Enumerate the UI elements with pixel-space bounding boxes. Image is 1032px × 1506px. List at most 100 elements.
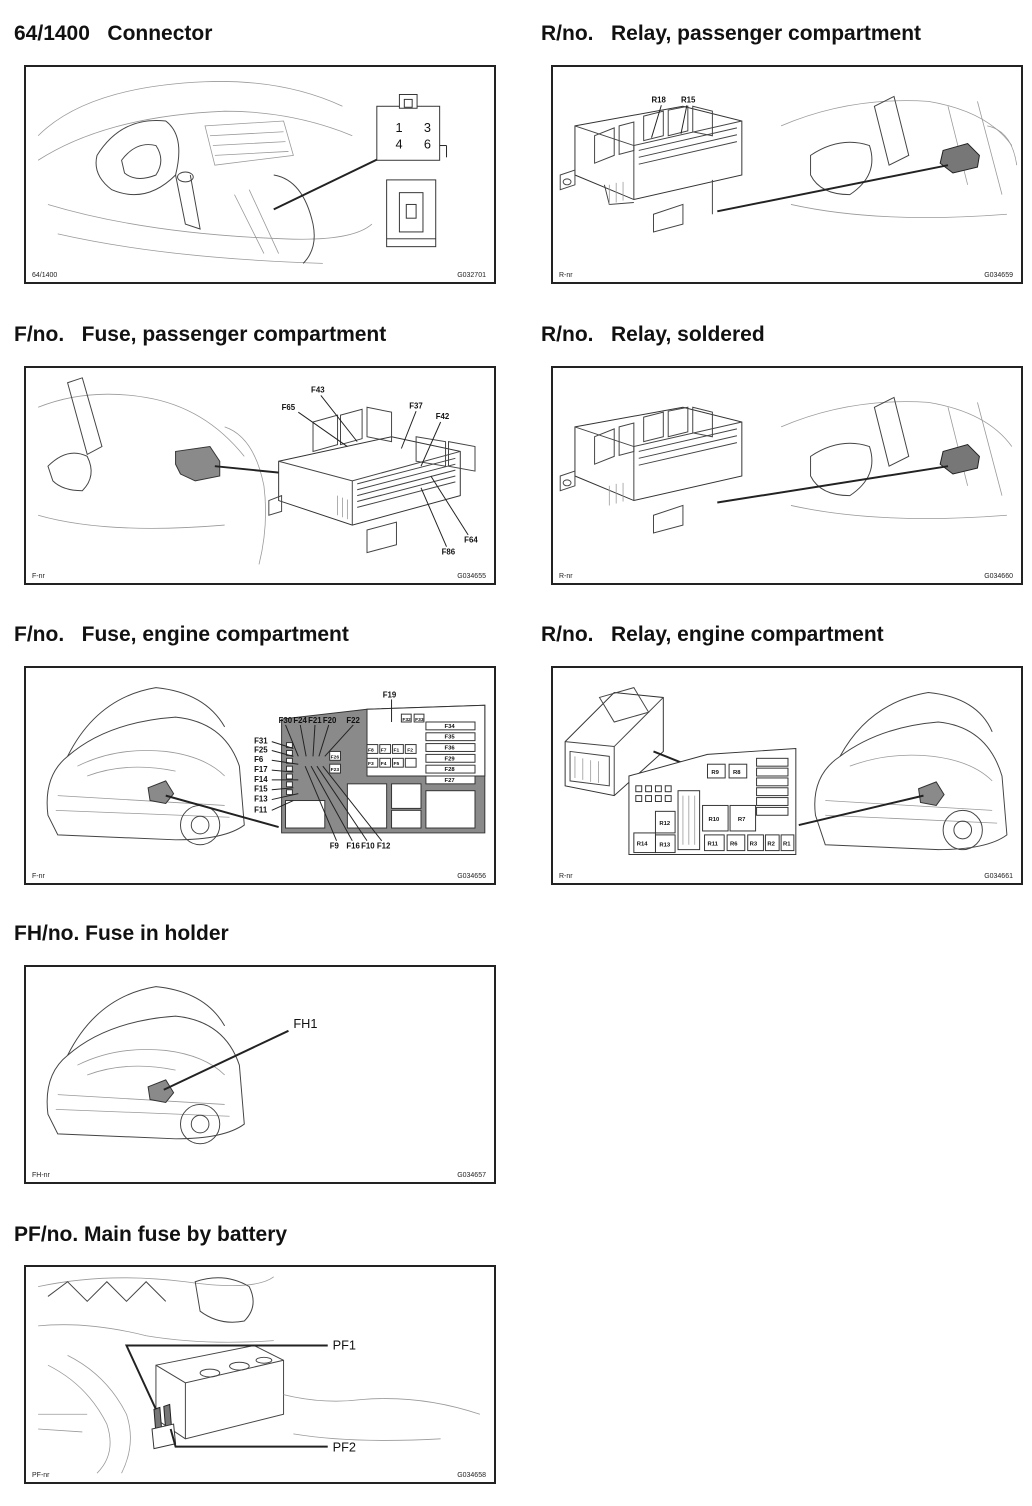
footer-right-main-fuse: G034658	[457, 1472, 486, 1479]
relay-r12: R12	[659, 821, 671, 827]
footer-right-relay-soldered: G034660	[984, 573, 1013, 580]
callout-f43: F43	[311, 386, 325, 395]
fuse-f6: F27	[445, 778, 456, 784]
fuse-f9: F2	[407, 747, 413, 753]
footer-left-fuse-passenger: F-nr	[32, 573, 45, 580]
footer-left-fuse-engine: F-nr	[32, 873, 45, 880]
fuse-passenger-diagram: F43 F65 F37 F42 F64 F86	[37, 377, 478, 565]
callout-f21: F21	[308, 716, 322, 725]
callout-f20: F20	[323, 716, 337, 725]
panel-connector: 1 3 4 6 64/1400 G032701	[24, 65, 496, 284]
relay-engine-diagram: R9 R8 R10 R7 R12 R13 R14 R11 R6 R3 R2 R1	[564, 687, 1008, 856]
fuse-f5: F28	[445, 767, 456, 773]
panel-relay-passenger: R18 R15 R-nr G034659	[551, 65, 1023, 284]
relay-r1: R1	[783, 842, 791, 848]
callout-f86: F86	[442, 548, 456, 557]
relay-r6: R6	[730, 842, 738, 848]
heading-connector: 64/1400 Connector	[14, 22, 213, 45]
callout-f31: F31	[254, 737, 268, 746]
fuse-f4: F29	[445, 756, 456, 762]
fuse-f1: F34	[445, 724, 456, 730]
footer-left-fuse-holder: FH-nr	[32, 1172, 50, 1179]
panel-fuse-holder: FH1 FH-nr G034657	[24, 965, 496, 1184]
callout-pf1: PF1	[333, 1337, 356, 1352]
footer-right-fuse-holder: G034657	[457, 1172, 486, 1179]
heading-relay-soldered: R/no. Relay, soldered	[541, 323, 765, 346]
callout-r18: R18	[652, 95, 667, 104]
fuse-f14: F23	[331, 767, 340, 773]
callout-f35: F15	[254, 785, 268, 794]
relay-r8: R8	[733, 770, 741, 776]
callout-f24: F24	[293, 716, 307, 725]
relay-r13: R13	[659, 843, 671, 849]
panel-main-fuse: PF1 PF2 PF-nr G034658	[24, 1265, 496, 1484]
callout-f32: F6	[254, 755, 264, 764]
footer-right-relay-passenger: G034659	[984, 272, 1013, 279]
pin-label-6: 6	[424, 136, 431, 151]
callout-pf2: PF2	[333, 1440, 356, 1455]
fuse-f15: F8	[368, 747, 374, 753]
callout-f65: F65	[282, 403, 296, 412]
relay-passenger-diagram: R18 R15	[559, 95, 1018, 233]
heading-fuse-holder: FH/no. Fuse in holder	[14, 922, 229, 945]
callout-f34: F14	[254, 775, 268, 784]
fuse-f8: F32	[402, 717, 411, 723]
fuse-f2: F35	[445, 735, 456, 741]
callout-f29: F11	[254, 805, 268, 814]
callout-f64: F64	[464, 536, 478, 545]
heading-fuse-engine: F/no. Fuse, engine compartment	[14, 623, 349, 646]
heading-fuse-passenger: F/no. Fuse, passenger compartment	[14, 323, 387, 346]
callout-f19: F19	[383, 690, 397, 699]
callout-f30: F30	[279, 716, 293, 725]
fuse-holder-diagram: FH1	[46, 986, 317, 1145]
panel-fuse-engine: F34 F35 F36 F29 F28 F27 F32 F33 F8 F7 F1…	[24, 666, 496, 885]
callout-f27: F16	[346, 842, 360, 851]
relay-r14: R14	[637, 842, 649, 848]
footer-left-relay-soldered: R-nr	[559, 573, 573, 580]
connector-diagram: 1 3 4 6	[37, 81, 448, 264]
callout-r15: R15	[681, 95, 696, 104]
footer-left-relay-passenger: R-nr	[559, 272, 573, 279]
panel-relay-engine: R9 R8 R10 R7 R12 R13 R14 R11 R6 R3 R2 R1	[551, 666, 1023, 885]
footer-right-connector: G032701	[457, 272, 486, 279]
fuse-f7: F33	[415, 717, 424, 723]
footer-left-relay-engine: R-nr	[559, 873, 573, 880]
footer-right-relay-engine: G034661	[984, 873, 1013, 880]
heading-relay-engine: R/no. Relay, engine compartment	[541, 623, 884, 646]
footer-right-fuse-passenger: G034655	[457, 573, 486, 580]
callout-f28: F9	[330, 842, 340, 851]
pin-label-4: 4	[395, 136, 402, 151]
callout-f22: F22	[346, 716, 360, 725]
relay-soldered-diagram	[559, 396, 1013, 534]
fuse-f10: F4	[381, 761, 387, 767]
main-fuse-diagram: PF1 PF2	[38, 1276, 481, 1474]
footer-left-connector: 64/1400	[32, 272, 58, 279]
fuse-f17: F26	[331, 754, 340, 760]
fuse-f16: F3	[368, 761, 374, 767]
relay-r9: R9	[711, 770, 719, 776]
heading-relay-passenger: R/no. Relay, passenger compartment	[541, 22, 922, 45]
fuse-engine-diagram: F34 F35 F36 F29 F28 F27 F32 F33 F8 F7 F1…	[46, 687, 486, 851]
fuse-f3: F36	[445, 745, 456, 751]
heading-main-fuse: PF/no. Main fuse by battery	[14, 1223, 288, 1246]
callout-f42: F42	[436, 412, 450, 421]
panel-relay-soldered: R-nr G034660	[551, 366, 1023, 585]
panel-fuse-passenger: F43 F65 F37 F42 F64 F86 F-nr G034655	[24, 366, 496, 585]
fuse-f11: F1	[394, 747, 400, 753]
fuse-f13: F7	[381, 747, 387, 753]
relay-r10: R10	[708, 817, 720, 823]
relay-r7: R7	[738, 817, 746, 823]
pin-label-3: 3	[424, 120, 431, 135]
relay-r3: R3	[750, 842, 758, 848]
callout-fh1: FH1	[293, 1016, 317, 1031]
callout-f33: F17	[254, 765, 268, 774]
footer-left-main-fuse: PF-nr	[32, 1472, 50, 1479]
relay-r2: R2	[767, 842, 775, 848]
pin-label-1: 1	[395, 120, 402, 135]
footer-right-fuse-engine: G034656	[457, 873, 486, 880]
callout-f37: F37	[409, 401, 423, 410]
callout-f23: F12	[377, 842, 391, 851]
callout-f36: F13	[254, 795, 268, 804]
fuse-f12: F5	[394, 761, 400, 767]
callout-f25: F25	[254, 745, 268, 754]
